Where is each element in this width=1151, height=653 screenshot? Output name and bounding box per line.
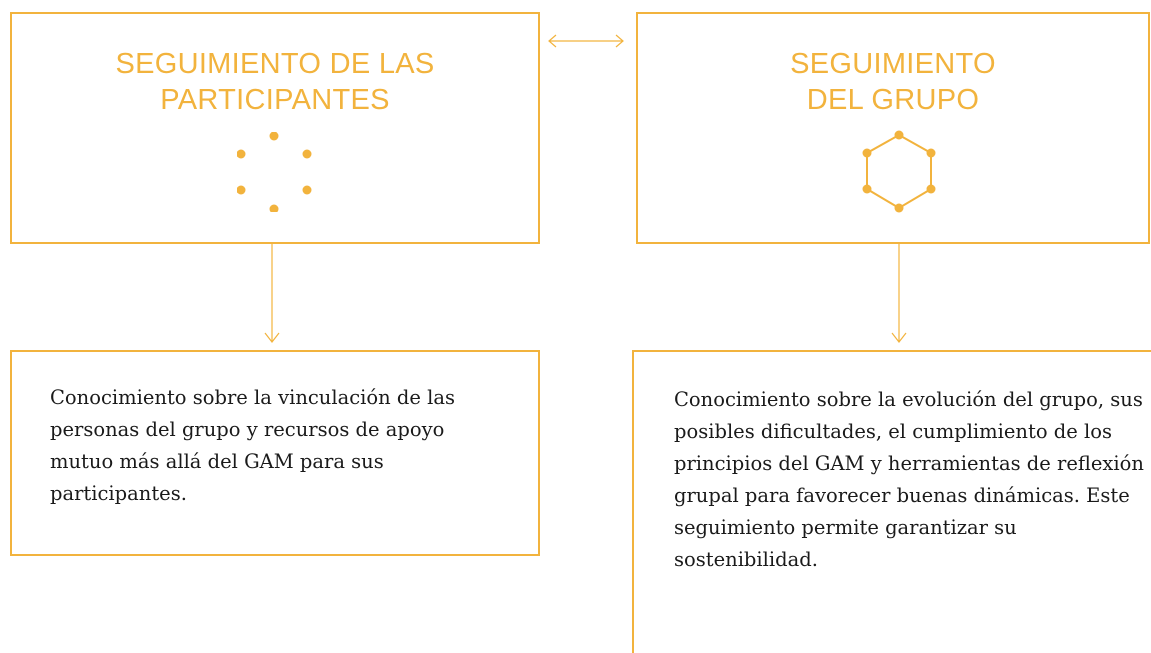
participants-tracking-box: SEGUIMIENTO DE LAS PARTICIPANTES — [10, 12, 540, 244]
participants-description: Conocimiento sobre la vinculación de las… — [50, 386, 455, 505]
right-arrow-down-icon — [891, 244, 907, 343]
group-description: Conocimiento sobre la evolución del grup… — [674, 388, 1144, 571]
group-tracking-title: SEGUIMIENTO DEL GRUPO — [790, 48, 996, 116]
group-tracking-box: SEGUIMIENTO DEL GRUPO — [636, 12, 1150, 244]
hexagon-network-icon — [862, 130, 936, 213]
participants-tracking-title: SEGUIMIENTO DE LAS PARTICIPANTES — [115, 48, 435, 116]
double-arrow-icon — [548, 34, 624, 48]
group-description-box: Conocimiento sobre la evolución del grup… — [632, 350, 1151, 653]
participants-description-box: Conocimiento sobre la vinculación de las… — [10, 350, 540, 556]
dots-circle-icon — [237, 132, 312, 212]
left-arrow-down-icon — [264, 244, 280, 343]
